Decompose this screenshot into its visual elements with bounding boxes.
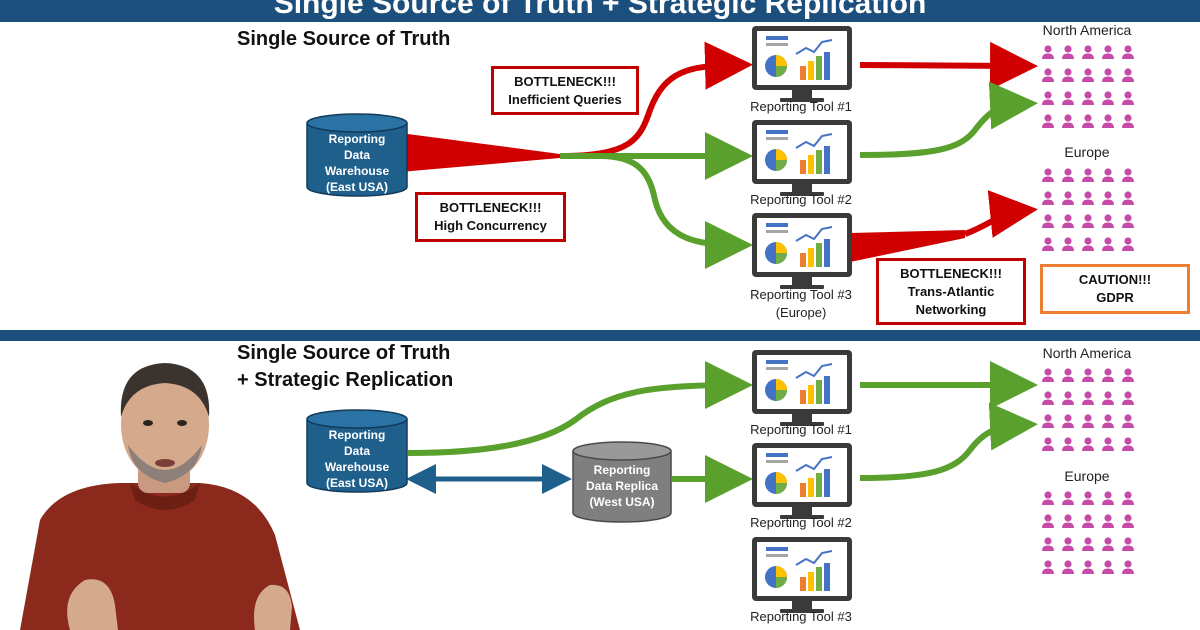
flow-tool2-to-na (859, 81, 1038, 158)
monitor-icon (752, 537, 852, 613)
warehouse-top-cylinder (306, 113, 408, 202)
bottleneck-high-concurrency: BOTTLENECK!!!High Concurrency (415, 192, 566, 242)
top-tool2-label: Reporting Tool #2 (750, 192, 852, 207)
top-section-title: Single Source of Truth (237, 28, 451, 50)
presenter-photo (20, 363, 300, 630)
region-europe-bottom: Europe (1064, 468, 1110, 484)
flow-tool2-to-europe (859, 402, 1038, 481)
flow-tool1-to-na (859, 41, 1038, 90)
flow-to-tool3 (599, 153, 753, 269)
monitor-icon (752, 213, 852, 289)
people-grid-north-america-bottom (1042, 368, 1136, 454)
monitor-icon (752, 443, 852, 519)
bottleneck-inefficient-queries: BOTTLENECK!!!Inefficient Queries (491, 66, 639, 115)
monitor-icon (752, 26, 852, 102)
region-north-america-top: North America (1042, 22, 1132, 38)
flow-warehouse-to-tool1 (407, 361, 753, 456)
top-tool1-label: Reporting Tool #1 (750, 99, 852, 114)
banner: Single Source of Truth + Strategic Repli… (0, 0, 1200, 22)
people-grid-north-america-top (1042, 45, 1136, 131)
region-europe-top: Europe (1064, 144, 1110, 160)
flow-tool3-to-europe (963, 190, 1038, 238)
bottom-section-title-line1: Single Source of Truth (237, 342, 451, 364)
banner-title: Single Source of Truth + Strategic Repli… (273, 0, 927, 20)
database-icon (306, 113, 408, 197)
section-divider (0, 330, 1200, 341)
people-grid-europe-top (1042, 168, 1136, 254)
bottom-tool1-label: Reporting Tool #1 (750, 422, 852, 437)
database-icon (306, 409, 408, 493)
people-grid-europe-bottom (1042, 491, 1136, 577)
bottom-section-title-line2: + Strategic Replication (237, 369, 454, 391)
region-north-america-bottom: North America (1042, 345, 1132, 361)
bottleneck-funnel-warehouse (400, 133, 560, 172)
bottom-tool3-label: Reporting Tool #3 (750, 609, 852, 624)
bottom-tool2-label: Reporting Tool #2 (750, 515, 852, 530)
replica-cylinder (572, 441, 672, 528)
monitor-icon (752, 120, 852, 196)
monitor-icon (752, 350, 852, 426)
bottleneck-funnel-transatlantic (850, 230, 965, 262)
database-icon (572, 441, 672, 523)
top-tool3-label: Reporting Tool #3(Europe) (750, 287, 852, 320)
caution-gdpr: CAUTION!!!GDPR (1040, 264, 1190, 314)
warehouse-bottom-cylinder (306, 409, 408, 498)
flow-to-tool1 (559, 41, 753, 159)
